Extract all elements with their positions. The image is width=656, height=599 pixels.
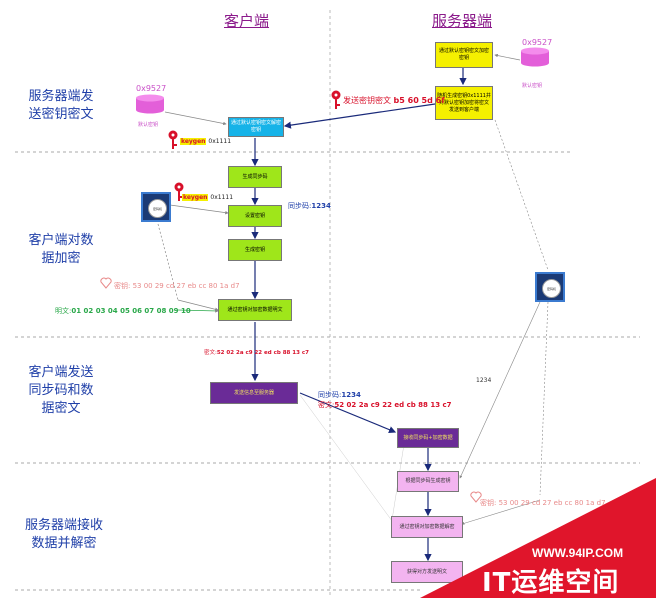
server-cipher-machine: 密码机 bbox=[535, 272, 565, 302]
sync-value: 1234 bbox=[311, 202, 331, 210]
send-to-server-box: 发送信息至服务器 bbox=[210, 382, 298, 404]
database-icon bbox=[136, 94, 164, 114]
send-sync-code: 同步码:1234 bbox=[318, 390, 361, 400]
sent-cipher-value: b5 60 5d 6f bbox=[393, 96, 445, 105]
server-plaintext-box: 获得对方发送明文 bbox=[391, 561, 463, 583]
key-icon bbox=[331, 90, 341, 109]
plain-label: 明文: bbox=[55, 307, 72, 315]
server-decrypt-key-box: 通过默认密钥密文加密密钥 bbox=[435, 42, 493, 68]
watermark-url: WWW.94IP.COM bbox=[532, 546, 624, 560]
watermark-name: IT运维空间 bbox=[482, 568, 620, 598]
stage-label-4: 服务器端接收 数据并解密 bbox=[16, 517, 112, 553]
sync-label: 同步码: bbox=[288, 202, 312, 210]
server-receive-box: 接收同步码+加密数据 bbox=[397, 428, 459, 448]
plaintext-text: 明文:01 02 03 04 05 06 07 08 09 10 bbox=[55, 306, 191, 316]
key-label: 密钥: bbox=[480, 499, 497, 507]
stage-label-3: 客户端发送 同步码和数 据密文 bbox=[16, 364, 106, 418]
stage-4-line1: 服务器端接收 bbox=[24, 518, 103, 533]
plain-value: 01 02 03 04 05 06 07 08 09 10 bbox=[71, 307, 191, 315]
send-cipher: 密文:52 02 2a c9 22 ed cb 88 13 c7 bbox=[318, 400, 452, 410]
client-decrypt-key-box: 通过默认密钥密文解密密钥 bbox=[228, 117, 284, 137]
server-key-bytes: 密钥: 53 00 29 cd 27 eb cc 80 1a d7 bbox=[480, 498, 606, 508]
stage-label-1: 服务器端发 送密钥密文 bbox=[16, 88, 106, 124]
stage-1-line2: 送密钥密文 bbox=[28, 107, 94, 122]
cipher-value: 52 02 2a c9 22 ed cb 88 13 c7 bbox=[334, 401, 452, 409]
heart-key-icon bbox=[100, 277, 112, 289]
cipher-label: 密文: bbox=[204, 350, 217, 356]
server-decrypt-box: 通过密钥对加密数据解密 bbox=[391, 516, 463, 538]
client-cylinder-value: 0x9527 bbox=[136, 84, 167, 93]
client-default-key-cylinder bbox=[135, 94, 165, 114]
client-cylinder-label: 默认密钥 bbox=[138, 122, 159, 128]
server-cylinder-value: 0x9527 bbox=[522, 38, 553, 47]
keygen-value: 0x1111 bbox=[210, 194, 234, 201]
stage-1-line1: 服务器端发 bbox=[28, 89, 94, 104]
cipher-label: 密文: bbox=[318, 401, 335, 409]
cipher-value: 52 02 2a c9 22 ed cb 88 13 c7 bbox=[216, 350, 309, 356]
client-cipher-machine: 密码机 bbox=[141, 192, 171, 222]
chip-label: 密码机 bbox=[148, 199, 167, 218]
sent-cipher-label: 发送密钥密文 bbox=[343, 96, 391, 105]
stage-3-line3: 据密文 bbox=[41, 401, 81, 416]
server-gen-key-box: 根据同步码生成密钥 bbox=[397, 471, 459, 492]
stage-4-line2: 数据并解密 bbox=[31, 536, 97, 551]
key-icon bbox=[174, 182, 184, 201]
client-keygen-tag: keygen 0x1111 bbox=[180, 138, 231, 145]
keygen-label: keygen bbox=[182, 194, 209, 201]
stage-label-2: 客户端对数 据加密 bbox=[16, 232, 106, 268]
set-key-box: 设置密钥 bbox=[228, 205, 282, 227]
side-sync-value: 1234 bbox=[476, 377, 492, 384]
heart-key-icon bbox=[470, 491, 482, 503]
encrypt-keygen-tag: keygen 0x1111 bbox=[182, 194, 233, 201]
key-value: 53 00 29 cd 27 eb cc 80 1a d7 bbox=[498, 499, 606, 507]
stage-3-line1: 客户端发送 bbox=[28, 365, 94, 380]
keygen-value: 0x1111 bbox=[208, 138, 232, 145]
sent-cipher-text: 发送密钥密文 b5 60 5d 6f bbox=[343, 95, 445, 106]
server-header: 服务器端 bbox=[432, 12, 493, 30]
generate-key-box: 生成密钥 bbox=[228, 239, 282, 261]
server-cylinder-label: 默认密钥 bbox=[522, 83, 543, 89]
client-header: 客户端 bbox=[224, 12, 270, 30]
stage-2-line1: 客户端对数 bbox=[28, 233, 94, 248]
ciphertext-text: 密文:52 02 2a c9 22 ed cb 88 13 c7 bbox=[204, 348, 309, 356]
encrypt-data-box: 通过密钥对加密数据明文 bbox=[218, 299, 292, 321]
database-icon bbox=[521, 47, 549, 67]
sync-value: 1234 bbox=[341, 391, 361, 399]
sync-label: 同步码: bbox=[318, 391, 342, 399]
generate-sync-box: 生成同步码 bbox=[228, 166, 282, 188]
watermark-banner bbox=[420, 478, 656, 598]
keygen-label: keygen bbox=[180, 138, 207, 145]
stage-3-line2: 同步码和数 bbox=[28, 383, 94, 398]
stage-2-line2: 据加密 bbox=[41, 251, 81, 266]
server-default-key-cylinder bbox=[520, 47, 550, 67]
key-icon bbox=[168, 130, 178, 149]
chip-label: 密码机 bbox=[542, 279, 561, 298]
client-key-bytes: 密钥: 53 00 29 cd 27 eb cc 80 1a d7 bbox=[114, 282, 240, 290]
client-sync-code: 同步码:1234 bbox=[288, 201, 331, 211]
server-random-key-box: 随机生成密钥0x1111并对默认密钥加密将密文发送到客户端 bbox=[435, 86, 493, 120]
